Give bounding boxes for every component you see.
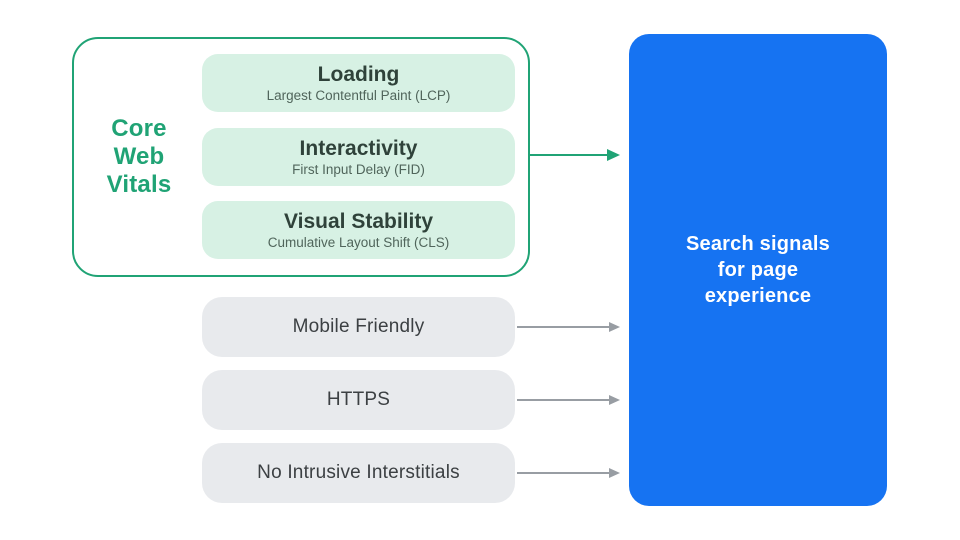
vital-title: Loading [317, 62, 400, 86]
core-web-vitals-group: Core Web Vitals Loading Largest Contentf… [72, 37, 530, 277]
vital-title: Interactivity [299, 136, 418, 160]
arrow-shaft [517, 472, 609, 474]
arrow-shaft [530, 154, 607, 156]
vital-subtitle: Cumulative Layout Shift (CLS) [267, 234, 450, 250]
arrow-mobile-friendly [517, 318, 620, 336]
vital-subtitle: Largest Contentful Paint (LCP) [266, 87, 451, 103]
search-signals-label: Search signals for page experience [686, 233, 830, 307]
arrow-head-icon [607, 149, 620, 161]
signal-box-no-intrusive-interstitials: No Intrusive Interstitials [202, 443, 515, 503]
arrow-head-icon [609, 322, 620, 332]
arrow-no-intrusive-interstitials [517, 464, 620, 482]
vital-box-interactivity: Interactivity First Input Delay (FID) [202, 128, 515, 186]
signal-box-mobile-friendly: Mobile Friendly [202, 297, 515, 357]
arrow-shaft [517, 326, 609, 328]
vital-title: Visual Stability [284, 209, 433, 233]
arrow-https [517, 391, 620, 409]
vital-box-visual-stability: Visual Stability Cumulative Layout Shift… [202, 201, 515, 259]
search-signals-box: Search signals for page experience [629, 34, 887, 506]
signal-box-https: HTTPS [202, 370, 515, 430]
signal-label: No Intrusive Interstitials [257, 462, 460, 483]
arrow-shaft [517, 399, 609, 401]
arrow-head-icon [609, 395, 620, 405]
signal-label: HTTPS [326, 389, 391, 410]
arrow-head-icon [609, 468, 620, 478]
vital-subtitle: First Input Delay (FID) [292, 161, 425, 177]
signal-label: Mobile Friendly [292, 316, 425, 337]
vital-box-loading: Loading Largest Contentful Paint (LCP) [202, 54, 515, 112]
arrow-core-web-vitals [530, 146, 620, 164]
core-web-vitals-label: Core Web Vitals [106, 115, 172, 198]
